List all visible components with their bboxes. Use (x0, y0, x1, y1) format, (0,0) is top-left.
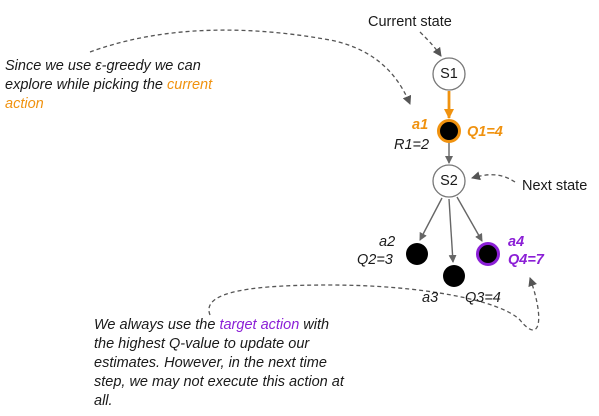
a4-label: a4 (508, 234, 525, 250)
state-node-s1 (432, 57, 466, 91)
action-node-a3 (443, 265, 465, 287)
s2-label: S2 (440, 173, 458, 189)
q2-label: Q2=3 (357, 252, 393, 268)
next-state-pointer-arrow (471, 171, 516, 183)
q3-label: Q3=4 (465, 290, 501, 306)
current-state-label: Current state (368, 14, 452, 30)
a2-label: a2 (379, 234, 396, 250)
a3-label: a3 (422, 290, 439, 306)
target-action-note-line2: the highest Q-value to update our (94, 336, 310, 352)
target-action-highlight: target action (219, 317, 300, 333)
target-action-note: We always use the target action with the… (94, 316, 344, 411)
current-action-note-line2: explore while picking the current (5, 77, 213, 93)
current-action-note-line1: Since we use ε-greedy we can (5, 58, 201, 74)
state-node-s2 (432, 164, 466, 198)
current-state-pointer-arrow (419, 31, 442, 57)
edge-s2-a2 (419, 197, 443, 241)
action-node-a2 (406, 243, 428, 265)
current-action-highlight: current (167, 77, 213, 93)
r1-label: R1=2 (394, 137, 430, 153)
q1-label: Q1=4 (467, 124, 503, 140)
action-node-a4 (476, 242, 500, 266)
s1-label: S1 (440, 66, 458, 82)
action-node-a1 (437, 119, 461, 143)
target-action-note-line4: step, we may not execute this action at (94, 374, 344, 390)
edge-s2-a4 (456, 196, 483, 242)
target-action-note-arrow (208, 277, 540, 331)
target-action-note-line1: We always use the target action with (94, 317, 330, 333)
current-action-note-arrow (89, 29, 412, 105)
q4-label: Q4=7 (508, 252, 544, 268)
current-action-note: Since we use ε-greedy we can explore whi… (5, 57, 212, 114)
edge-s2-a3 (448, 198, 457, 263)
a1-label: a1 (412, 117, 429, 133)
next-state-label: Next state (522, 178, 588, 194)
current-action-note-line3: action (5, 96, 44, 112)
target-action-note-line3: estimates. However, in the next time (94, 355, 327, 371)
target-action-note-line5: all. (94, 393, 113, 409)
